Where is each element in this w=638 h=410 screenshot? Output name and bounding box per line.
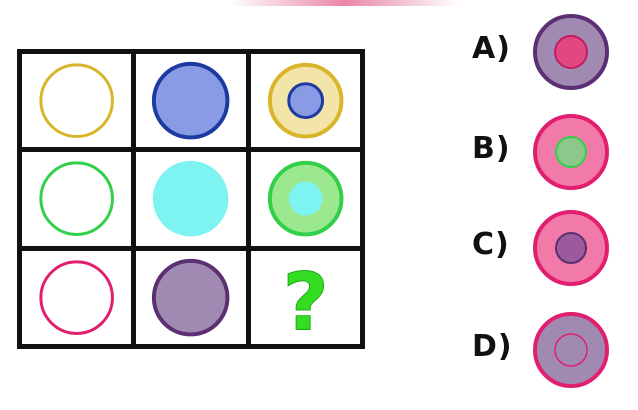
cell-r1-c1 [22, 54, 132, 148]
decorative-top-stripe [230, 0, 460, 6]
cell-r2-c1 [22, 152, 132, 246]
cell-r2-c3 [250, 152, 360, 246]
answer-option-b[interactable]: B) [472, 109, 632, 190]
cyan-filled-circle-shape [153, 161, 229, 237]
cell-r3-c3: ? [250, 250, 360, 344]
gold-blue-combined-shape [267, 62, 344, 139]
answer-label-b: B) [472, 131, 511, 166]
answer-b-shape [533, 114, 609, 190]
answer-label-a: A) [472, 31, 511, 66]
puzzle-grid: ? [17, 49, 365, 349]
answer-option-a[interactable]: A) [472, 9, 632, 90]
answer-option-c[interactable]: C) [472, 205, 632, 286]
green-ring-shape [39, 161, 114, 237]
answer-option-d[interactable]: D) [472, 307, 632, 388]
answer-a-shape [533, 14, 609, 90]
cell-r1-c2 [136, 54, 246, 148]
magenta-ring-shape [39, 260, 114, 335]
cell-r1-c3 [250, 54, 360, 148]
gold-ring-shape [39, 63, 114, 138]
answer-d-shape [533, 312, 609, 388]
purple-filled-circle-shape [152, 258, 230, 337]
green-cyan-combined-shape [267, 161, 344, 237]
answer-c-shape [533, 210, 609, 286]
cell-r3-c2 [136, 250, 246, 344]
answer-label-d: D) [472, 329, 513, 364]
blue-filled-circle-shape [152, 61, 230, 140]
cell-r2-c2 [136, 152, 246, 246]
question-mark-cell: ? [282, 255, 329, 344]
question-mark: ? [282, 255, 328, 344]
answer-label-c: C) [472, 227, 510, 262]
cell-r3-c1 [22, 250, 132, 344]
